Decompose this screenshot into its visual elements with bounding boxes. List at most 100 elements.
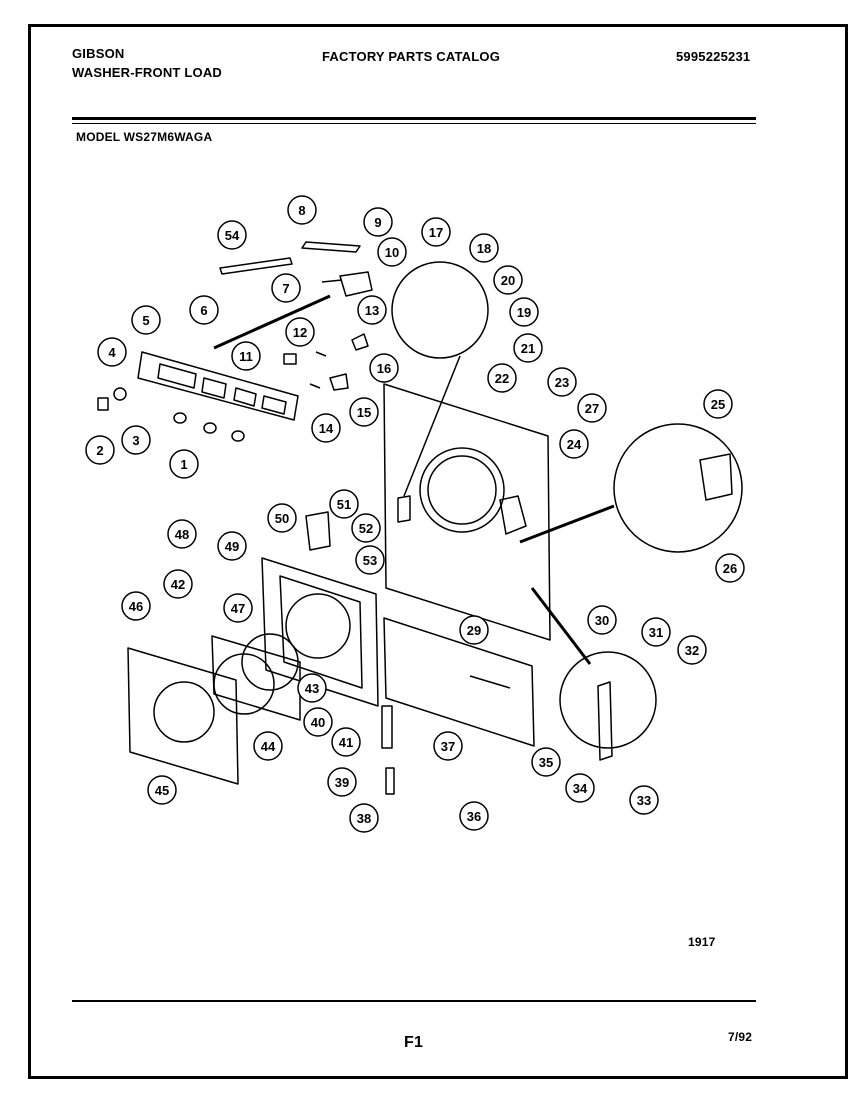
catalog-date: 7/92 xyxy=(728,1030,753,1044)
callout-35: 35 xyxy=(531,747,561,777)
svg-text:32: 32 xyxy=(685,643,699,658)
detail-circle-top xyxy=(391,261,489,359)
callout-30: 30 xyxy=(587,605,617,635)
top-plate-part xyxy=(301,241,361,253)
svg-text:31: 31 xyxy=(649,625,663,640)
header-rule-thin xyxy=(72,123,756,124)
svg-text:22: 22 xyxy=(495,371,509,386)
svg-text:46: 46 xyxy=(129,599,143,614)
lower-kick-panel-part xyxy=(383,617,535,747)
callout-40: 40 xyxy=(303,707,333,737)
product-type: WASHER-FRONT LOAD xyxy=(72,65,222,80)
svg-text:24: 24 xyxy=(567,437,582,452)
callout-53: 53 xyxy=(355,545,385,575)
svg-text:12: 12 xyxy=(293,325,307,340)
svg-text:39: 39 xyxy=(335,775,349,790)
callout-24: 24 xyxy=(559,429,589,459)
callout-25: 25 xyxy=(703,389,733,419)
callout-5: 5 xyxy=(131,305,161,335)
callout-17: 17 xyxy=(421,217,451,247)
callout-7: 7 xyxy=(271,273,301,303)
callout-47: 47 xyxy=(223,593,253,623)
callout-26: 26 xyxy=(715,553,745,583)
callout-49: 49 xyxy=(217,531,247,561)
callout-20: 20 xyxy=(493,265,523,295)
svg-text:14: 14 xyxy=(319,421,334,436)
callout-29: 29 xyxy=(459,615,489,645)
svg-text:42: 42 xyxy=(171,577,185,592)
callout-31: 31 xyxy=(641,617,671,647)
door-inner-frame-part xyxy=(261,557,379,707)
model-number: MODEL WS27M6WAGA xyxy=(76,130,213,144)
control-module-part xyxy=(339,271,373,297)
callout-18: 18 xyxy=(469,233,499,263)
svg-text:17: 17 xyxy=(429,225,443,240)
svg-text:19: 19 xyxy=(517,305,531,320)
svg-text:34: 34 xyxy=(573,781,588,796)
svg-text:37: 37 xyxy=(441,739,455,754)
svg-text:4: 4 xyxy=(108,345,116,360)
callout-labels: 54 8 9 10 7 17 18 20 19 21 16 6 13 5 12 … xyxy=(85,195,745,833)
callout-54: 54 xyxy=(217,220,247,250)
callout-46: 46 xyxy=(121,591,151,621)
top-bracket-part xyxy=(219,257,293,275)
callout-51: 51 xyxy=(329,489,359,519)
door-front-panel-part xyxy=(127,647,239,785)
svg-text:5: 5 xyxy=(142,313,149,328)
callout-2: 2 xyxy=(85,435,115,465)
svg-text:52: 52 xyxy=(359,521,373,536)
callout-27: 27 xyxy=(577,393,607,423)
svg-text:6: 6 xyxy=(200,303,207,318)
svg-text:1: 1 xyxy=(180,457,187,472)
svg-text:23: 23 xyxy=(555,375,569,390)
svg-text:50: 50 xyxy=(275,511,289,526)
control-console-part xyxy=(137,351,299,421)
svg-text:51: 51 xyxy=(337,497,351,512)
svg-text:41: 41 xyxy=(339,735,353,750)
svg-text:43: 43 xyxy=(305,681,319,696)
catalog-title: FACTORY PARTS CATALOG xyxy=(322,49,501,64)
svg-text:3: 3 xyxy=(132,433,139,448)
footer-rule xyxy=(72,1000,756,1002)
svg-text:9: 9 xyxy=(374,215,381,230)
figure-code: 1917 xyxy=(688,935,716,949)
detail-circle-lower xyxy=(559,651,657,749)
svg-text:16: 16 xyxy=(377,361,391,376)
header-rule-thick xyxy=(72,117,756,120)
callout-52: 52 xyxy=(351,513,381,543)
page-label: F1 xyxy=(404,1034,424,1051)
svg-text:27: 27 xyxy=(585,401,599,416)
svg-text:8: 8 xyxy=(298,203,305,218)
svg-text:47: 47 xyxy=(231,601,245,616)
svg-text:18: 18 xyxy=(477,241,491,256)
callout-45: 45 xyxy=(147,775,177,805)
callout-4: 4 xyxy=(97,337,127,367)
callout-38: 38 xyxy=(349,803,379,833)
callout-1: 1 xyxy=(169,449,199,479)
callout-36: 36 xyxy=(459,801,489,831)
callout-3: 3 xyxy=(121,425,151,455)
svg-text:11: 11 xyxy=(239,349,253,364)
svg-text:2: 2 xyxy=(96,443,103,458)
callout-41: 41 xyxy=(331,727,361,757)
callout-16: 16 xyxy=(369,353,399,383)
callout-11: 11 xyxy=(231,341,261,371)
svg-text:25: 25 xyxy=(711,397,725,412)
detail-circle-right xyxy=(613,423,743,553)
callout-9: 9 xyxy=(363,207,393,237)
callout-6: 6 xyxy=(189,295,219,325)
callout-23: 23 xyxy=(547,367,577,397)
svg-text:36: 36 xyxy=(467,809,481,824)
svg-text:48: 48 xyxy=(175,527,189,542)
svg-text:44: 44 xyxy=(261,739,276,754)
svg-text:35: 35 xyxy=(539,755,553,770)
callout-14: 14 xyxy=(311,413,341,443)
callout-33: 33 xyxy=(629,785,659,815)
svg-text:33: 33 xyxy=(637,793,651,808)
callout-48: 48 xyxy=(167,519,197,549)
svg-text:49: 49 xyxy=(225,539,239,554)
svg-text:30: 30 xyxy=(595,613,609,628)
svg-text:40: 40 xyxy=(311,715,325,730)
callout-43: 43 xyxy=(297,673,327,703)
